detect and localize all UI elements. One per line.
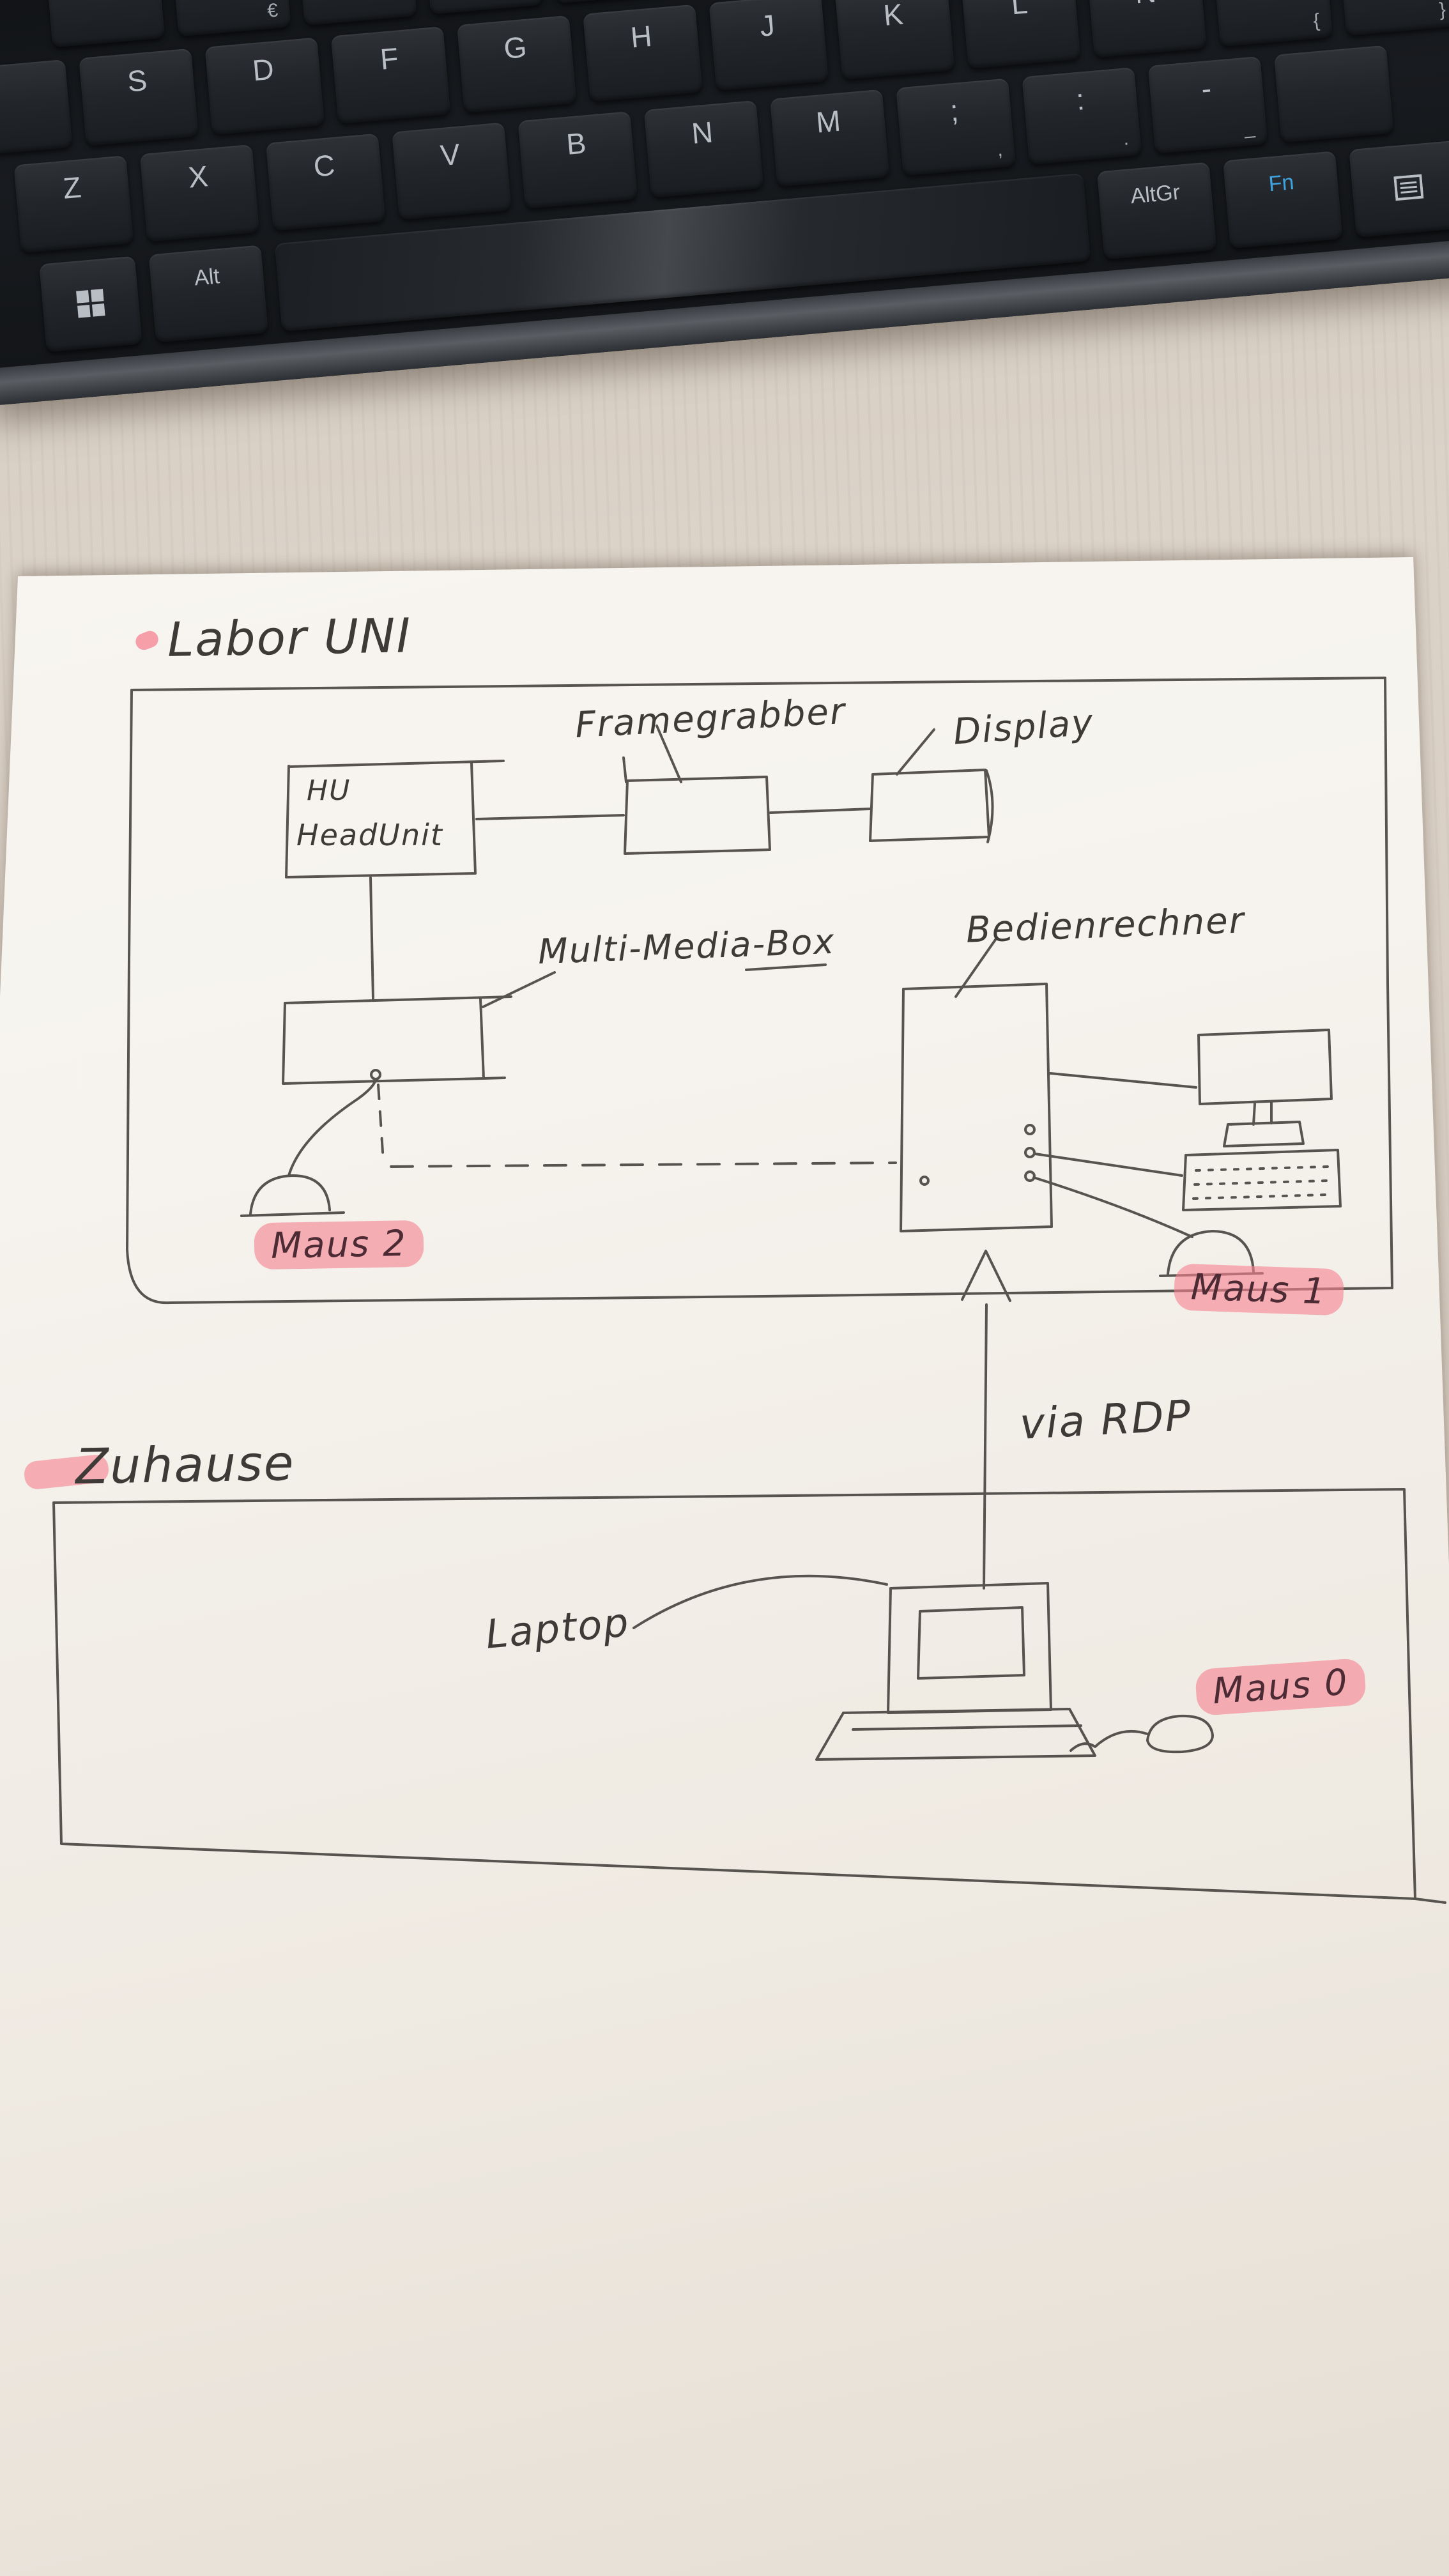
laptop-callout-line (632, 1574, 888, 1629)
dashed-link-horizontal (390, 1162, 897, 1168)
cable-maus2-multimedia (288, 1078, 377, 1177)
keyboard-sketch (1182, 1149, 1342, 1211)
headunit-label-line2: HeadUnit (296, 818, 443, 852)
windows-logo-icon (76, 289, 105, 318)
laptop-sketch-base (815, 1708, 1096, 1761)
labor-box-outline (126, 677, 1393, 1305)
connector-ports-keyboard (1034, 1153, 1183, 1177)
hu-headunit-box (285, 760, 505, 878)
labor-uni-title-text: Labor UNI (167, 608, 412, 668)
maus2-label-highlighted: Maus 2 (254, 1220, 424, 1270)
zuhause-title: Zuhause (75, 1434, 296, 1495)
maus2-sketch (240, 1174, 345, 1217)
pink-highlight-dot (133, 628, 161, 653)
multimedia-box (282, 995, 512, 1085)
via-rdp-label: via RDP (1018, 1391, 1193, 1449)
bedienrechner-ports (919, 1124, 1036, 1186)
display-box (869, 769, 994, 843)
keyboard-sketch-keys (1192, 1165, 1330, 1200)
display-callout-line (896, 728, 935, 776)
keyboard: W E€ R T Y U [ + ] S D F G H J K (0, 0, 1449, 408)
rdp-arrow-head (961, 1250, 1011, 1302)
bedienrechner-box (900, 983, 1053, 1232)
menu-icon (1393, 174, 1424, 201)
framegrabber-box (622, 756, 771, 855)
laptop-sketch-screen (887, 1582, 1052, 1714)
zuhause-box-outline (52, 1488, 1446, 1904)
connector-bedien-monitor (1049, 1072, 1197, 1089)
menu-key (1349, 139, 1449, 238)
cable-ports-maus1 (1032, 1176, 1193, 1238)
headunit-label-line1: HU (307, 774, 351, 807)
connector-hu-multimedia (369, 877, 374, 1000)
connector-framegrabber-display (769, 808, 871, 814)
keyboard-row-modifiers: Alt AltGr Fn (39, 139, 1449, 353)
framegrabber-callout-line (656, 724, 682, 783)
multimedia-port-dot (370, 1069, 381, 1080)
connector-hu-framegrabber (475, 814, 625, 820)
multimedia-callout-line (482, 971, 556, 1008)
multimedia-label-underline (745, 963, 827, 971)
monitor-sketch (1197, 1029, 1333, 1147)
windows-key (39, 256, 142, 353)
keyboard-body: W E€ R T Y U [ + ] S D F G H J K (0, 0, 1449, 406)
labor-uni-title: Labor UNI (133, 608, 412, 668)
cable-laptop-maus0 (1070, 1729, 1149, 1752)
rdp-arrow-line (983, 1303, 988, 1590)
maus0-sketch (1146, 1714, 1214, 1754)
dashed-link-vertical (377, 1084, 385, 1163)
maus1-label-highlighted: Maus 1 (1173, 1263, 1344, 1316)
